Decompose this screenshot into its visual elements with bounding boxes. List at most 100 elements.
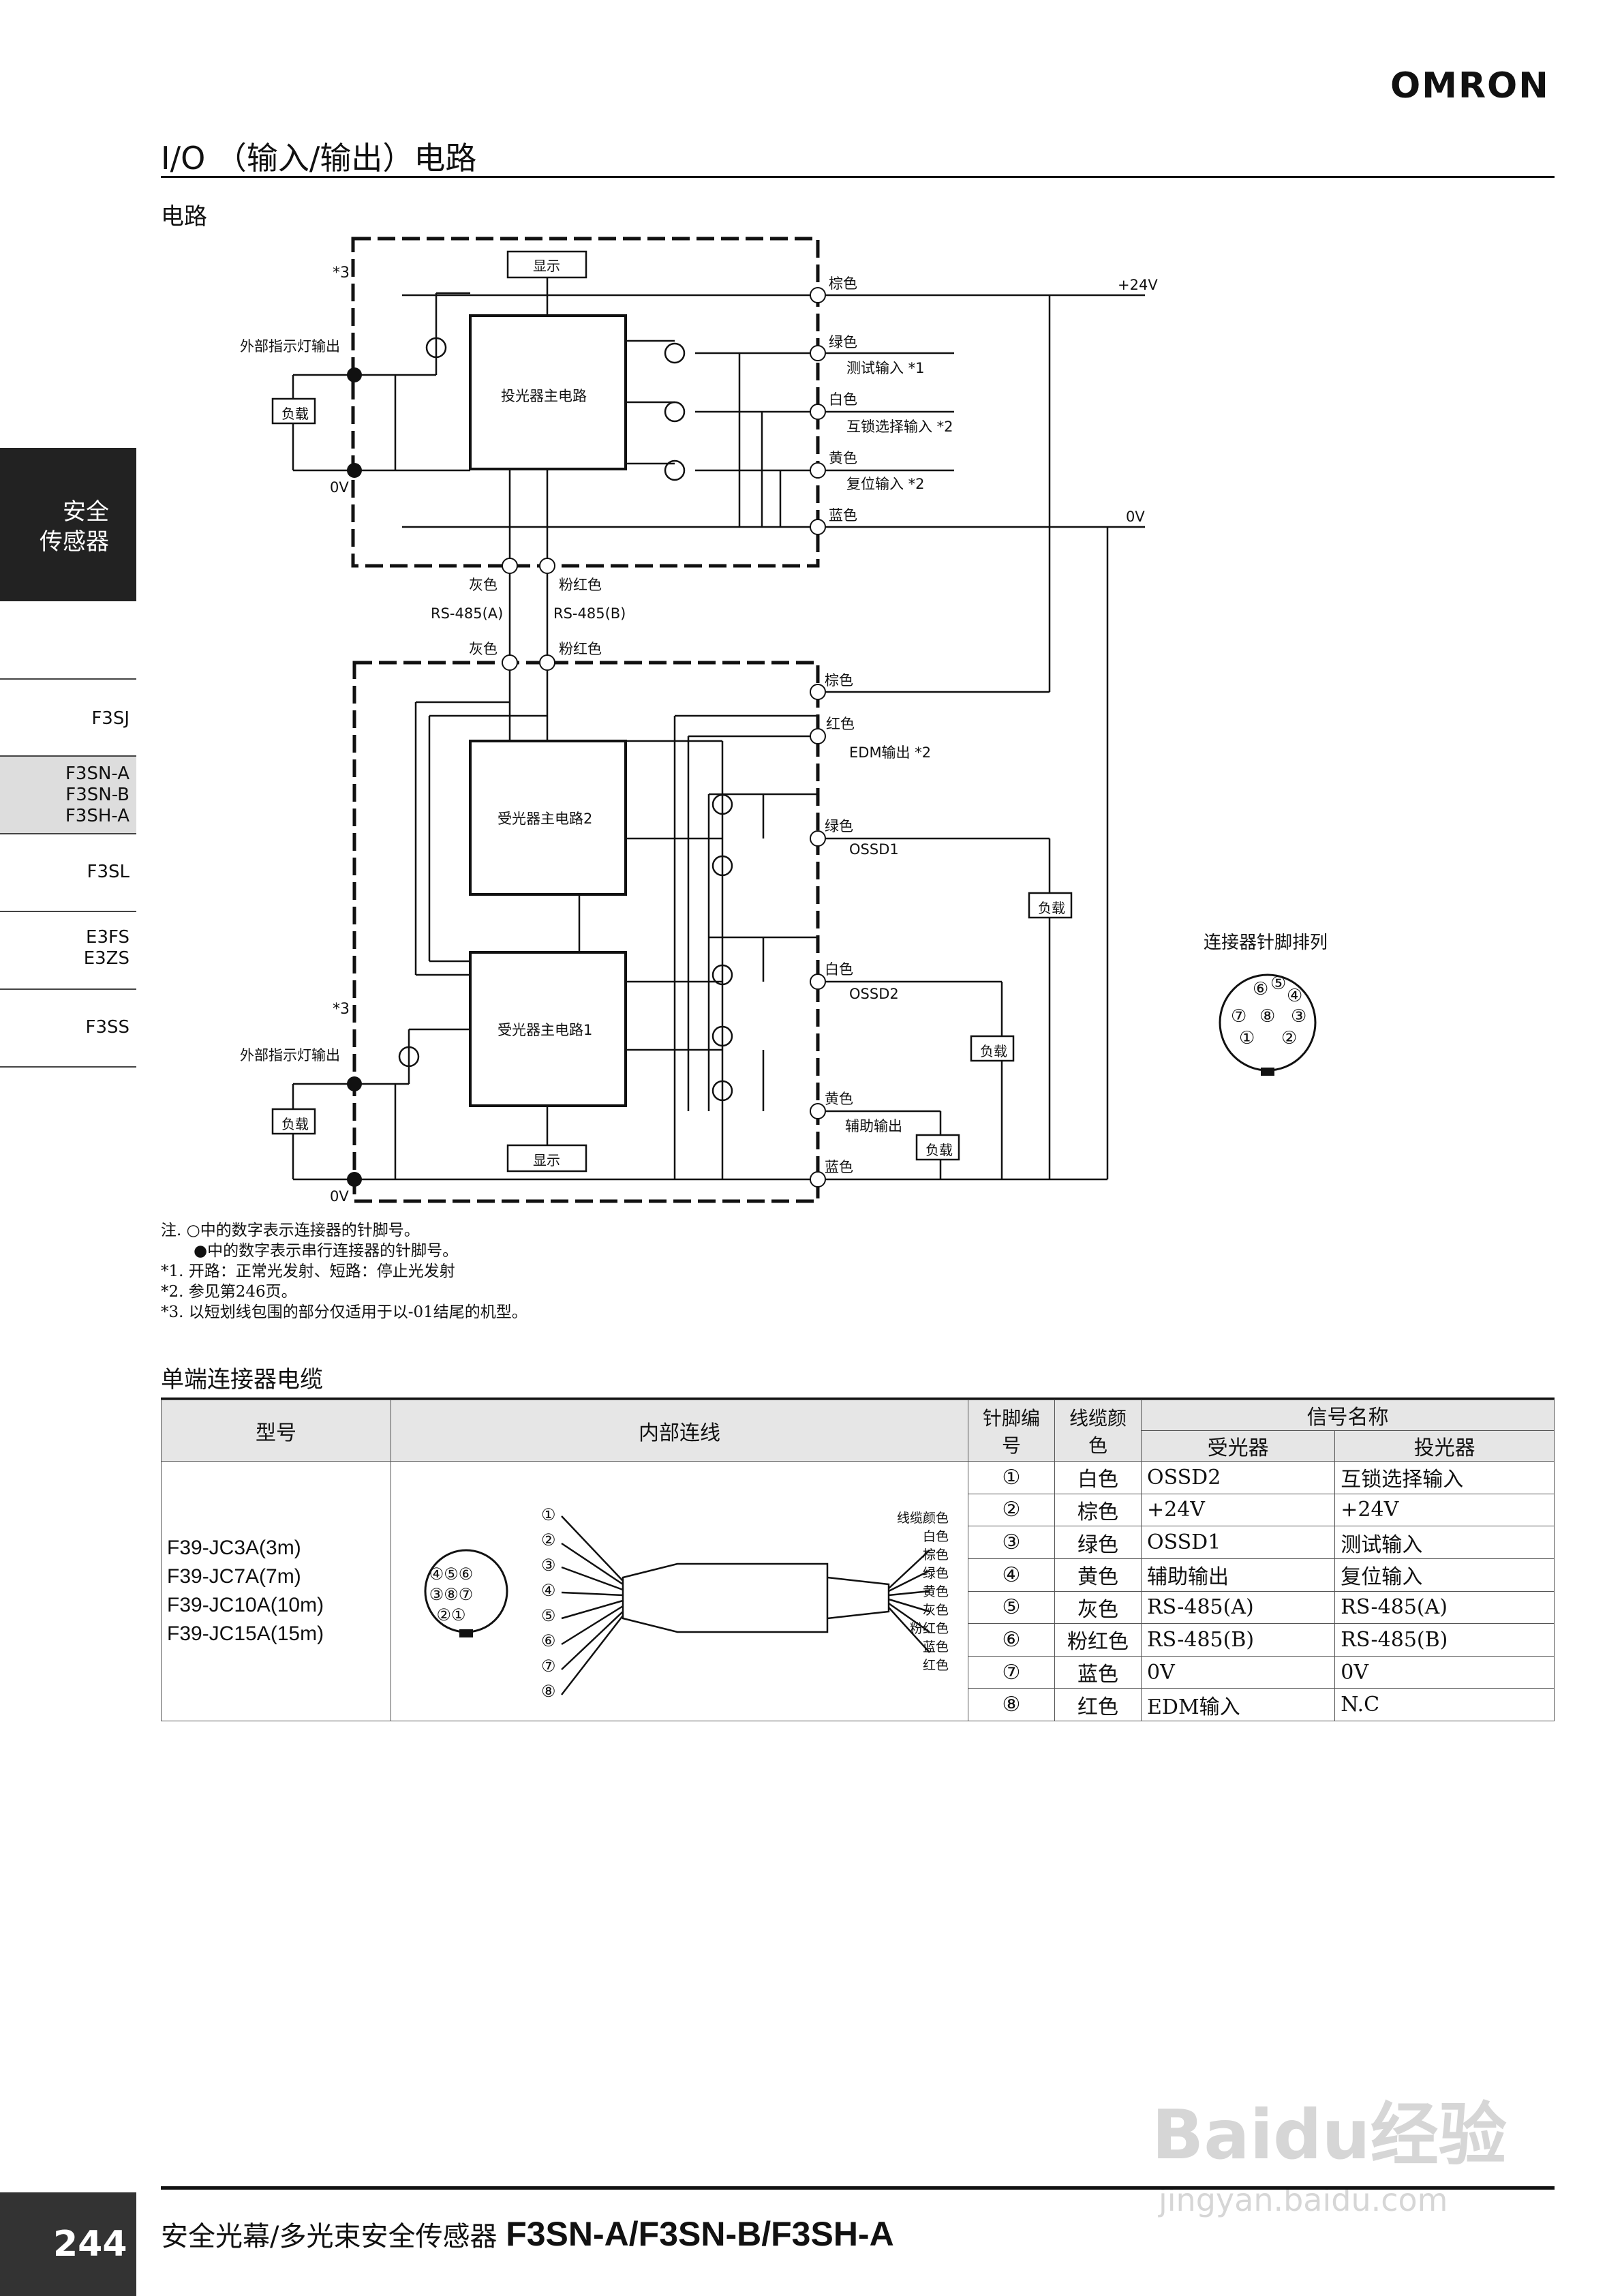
pin-7: ⑦ [458,1585,474,1604]
th-signal: 信号名称 [1141,1400,1555,1431]
models-cell: F39-JC3A(3m) F39-JC7A(7m) F39-JC10A(10m)… [161,1461,391,1721]
wire-brown: 棕色 [829,275,857,292]
aux-load-box [915,1134,960,1161]
interlock-input-label: 互锁选择输入 *2 [846,419,953,435]
wire-color: 灰色 [922,1603,949,1618]
connector-pin-layout [1219,973,1317,1076]
wire-color: 蓝色 [922,1640,949,1655]
zero-v-rail-label: 0V [1126,509,1145,525]
aux-output-label: 辅助输出 [845,1118,902,1134]
sidebar-item-f3sl[interactable]: F3SL [0,833,136,909]
emitter-load-box [271,397,316,425]
receiver-signal-cell: 辅助输出 [1140,1558,1336,1592]
star3-label: *3 [333,1001,350,1018]
footer-title-model: F3SN-A/F3SN-B/F3SH-A [506,2215,894,2253]
receiver-signal-cell: 0V [1140,1655,1336,1689]
wire-brown: 棕色 [825,672,853,689]
sidebar-item-label: F3SJ [91,708,129,729]
model-name: F39-JC7A(7m) [167,1565,301,1588]
sidebar-item-label: F3SS [85,1017,129,1038]
model-name: F39-JC15A(15m) [167,1622,324,1645]
sidebar-item-f3ss[interactable]: F3SS [0,988,136,1068]
rs485a-label: RS-485(A) [431,605,504,622]
color-cell: 绿色 [1054,1526,1142,1559]
pin-3: ③ [1291,1006,1307,1027]
emitter-signal-cell: 互锁选择输入 [1334,1461,1555,1494]
pin-cell: ⑦ [968,1655,1055,1689]
wire-color: 绿色 [922,1566,949,1581]
note-line: *2. 参见第246页。 [161,1283,297,1301]
pin-2: ② [436,1605,451,1625]
wire-green: 绿色 [829,334,857,350]
page-number: 244 [53,2224,127,2265]
sidebar-item-label: F3SN-B [65,785,129,805]
receiver-signal-cell: +24V [1140,1493,1336,1527]
th-receiver: 受光器 [1140,1430,1336,1462]
th-wiring: 内部连线 [391,1400,968,1462]
wire-green: 绿色 [825,818,853,834]
wire-color: 黄色 [922,1584,949,1599]
cable-pin: ⑤ [541,1606,556,1625]
note-line: ●中的数字表示串行连接器的针脚号。 [194,1242,459,1260]
color-cell: 蓝色 [1054,1655,1142,1689]
sidebar-active-line: 传感器 [40,528,109,556]
th-emitter: 投光器 [1334,1430,1555,1462]
pin-cell: ③ [968,1526,1055,1559]
receiver-signal-cell: OSSD2 [1140,1461,1336,1494]
wiring-cell: ④⑤⑥ ③⑧⑦ ②① ① ② ③ ④ ⑤ ⑥ ⑦ ⑧ 线缆颜色 白色 棕色 绿色… [391,1461,968,1721]
color-cell: 白色 [1054,1461,1142,1494]
cable-pin: ③ [541,1556,556,1575]
baidu-watermark: Baidu经验 [1152,2095,1507,2175]
receiver-signal-cell: EDM输入 [1140,1688,1336,1721]
pin-cell: ⑥ [968,1623,1055,1657]
sidebar-item-label: F3SN-A [65,764,129,784]
emitter-circuit-label: 投光器主电路 [501,388,587,404]
load-label: 负载 [925,1142,953,1158]
cable-pin: ④ [541,1581,556,1600]
pin-6: ⑥ [1253,979,1269,999]
ossd1-label: OSSD1 [849,841,899,858]
cable-spec-table: 型号 内部连线 针脚编号 线缆颜色 信号名称 受光器 投光器 F39-JC3A(… [161,1400,1555,1721]
receiver-circuit-1-label: 受光器主电路1 [498,1022,593,1038]
emitter-signal-cell: N.C [1334,1688,1555,1721]
ossd2-load-box [970,1035,1015,1062]
cable-pin: ② [541,1530,556,1550]
pin-4: ④ [1287,986,1303,1006]
sidebar-item-label: E3FS [86,927,129,948]
th-pin: 针脚编号 [968,1400,1055,1462]
pin-3: ③ [429,1585,444,1604]
circuit-heading: 电路 [161,203,207,230]
wire-pink: 粉红色 [559,641,602,657]
page-number-box: 244 [0,2192,136,2296]
note-line: *3. 以短划线包围的部分仅适用于以-01结尾的机型。 [161,1303,527,1321]
color-cell: 红色 [1054,1688,1142,1721]
zero-v-label: 0V [330,479,349,496]
cable-pin: ① [541,1505,556,1524]
pin-4: ④ [429,1565,444,1584]
sidebar-item-f3sj[interactable]: F3SJ [0,678,136,755]
notes: 注. ○中的数字表示连接器的针脚号。 ●中的数字表示串行连接器的针脚号。 *1.… [161,1220,527,1323]
wire-gray: 灰色 [469,641,498,657]
emitter-signal-cell: 0V [1334,1655,1555,1689]
sidebar-active-section[interactable]: 安全 传感器 [0,448,136,601]
wire-color: 棕色 [922,1547,949,1562]
note-line: *1. 开路：正常光发射、短路：停止光发射 [161,1263,455,1280]
wire-color: 红色 [922,1658,949,1673]
wire-pink: 粉红色 [559,577,602,593]
receiver-signal-cell: RS-485(A) [1140,1590,1336,1625]
sidebar-item-f3sn[interactable]: F3SN-A F3SN-B F3SH-A [0,755,136,833]
pin-cell: ① [968,1461,1055,1494]
sidebar-item-e3fs[interactable]: E3FS E3ZS [0,911,136,987]
ossd1-load-box [1028,892,1073,919]
plus24v-label: +24V [1118,277,1158,293]
ossd2-label: OSSD2 [849,986,899,1002]
pin-cell: ⑤ [968,1590,1055,1625]
io-circuit-diagram [271,237,1145,1203]
cable-heading: 单端连接器电缆 [161,1366,323,1393]
model-name: F39-JC3A(3m) [167,1537,301,1559]
color-cell: 粉红色 [1054,1623,1142,1657]
star3-label: *3 [333,265,350,282]
pin-8: ⑧ [444,1585,459,1604]
pin-cell: ④ [968,1558,1055,1592]
sidebar-active-line: 安全 [63,498,109,526]
